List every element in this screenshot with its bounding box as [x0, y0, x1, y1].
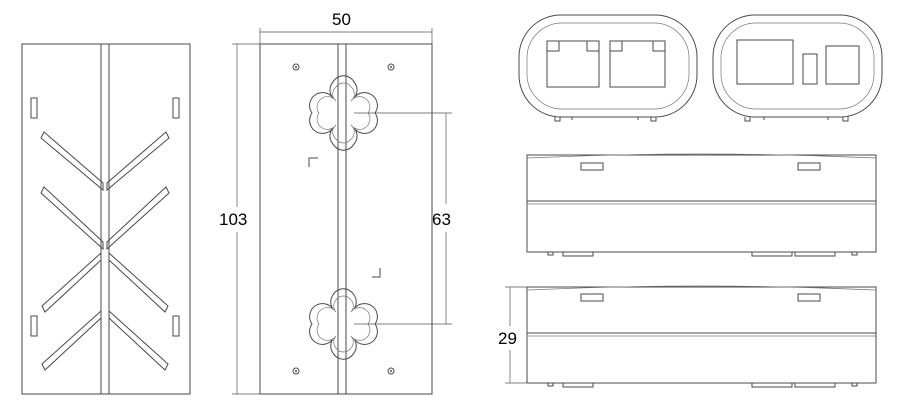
dimension-height: 103: [219, 43, 260, 395]
dimension-depth: 29: [498, 286, 527, 384]
back-view: 50 103 63: [219, 10, 452, 395]
dimension-hole-spacing: 63: [354, 112, 452, 325]
dimension-depth-label: 29: [498, 329, 517, 348]
keyhole-upper: [309, 75, 378, 151]
front-ribs-right: [106, 131, 170, 371]
end-view-openings: [712, 14, 883, 122]
dimension-width: 50: [259, 10, 433, 44]
dimension-width-label: 50: [332, 10, 351, 29]
front-ribs-left: [40, 131, 104, 371]
keyhole-lower: [309, 288, 378, 360]
side-view-upper: [526, 153, 877, 257]
side-view-lower: 29: [498, 285, 877, 388]
front-view: [21, 43, 191, 395]
end-view-ports: [518, 14, 698, 122]
dimension-hole-spacing-label: 63: [432, 210, 451, 229]
dimension-height-label: 103: [219, 210, 247, 229]
